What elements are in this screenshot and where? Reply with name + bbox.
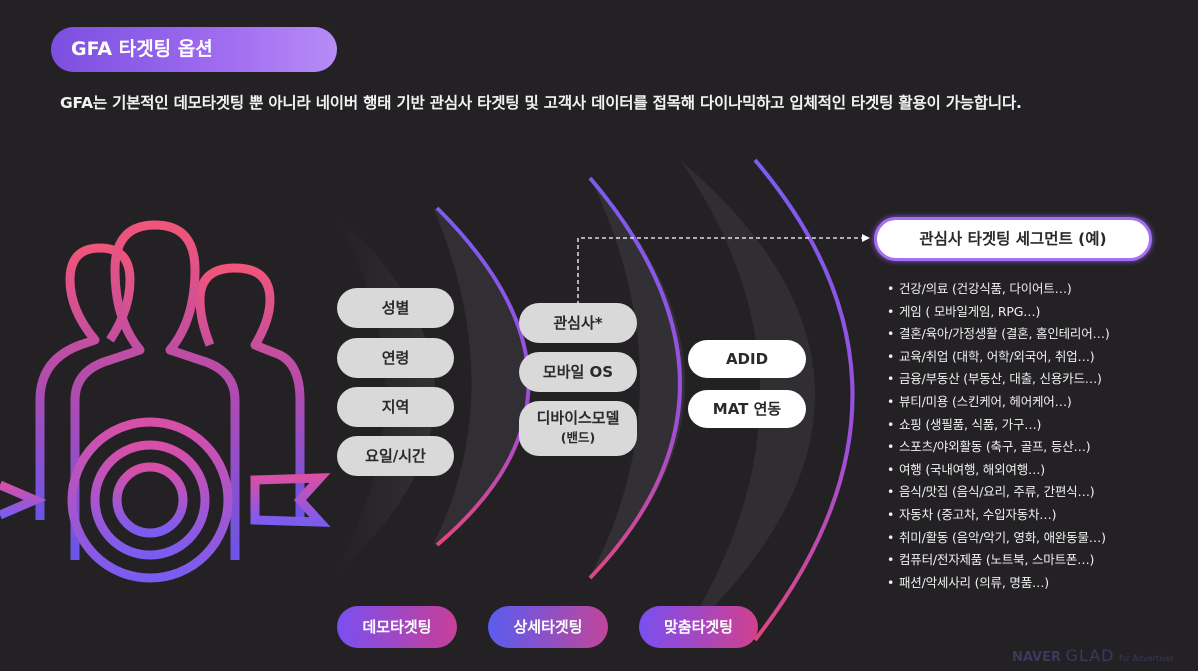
- option-day-time: 요일/시간: [337, 436, 454, 476]
- list-item: •교육/취업 (대학, 어학/외국어, 취업…): [887, 348, 1095, 364]
- arc-custom: [753, 158, 855, 642]
- list-item: •음식/맛집 (음식/요리, 주류, 간편식…): [887, 484, 1095, 500]
- option-interest: 관심사*: [519, 303, 637, 343]
- page-title: GFA 타겟팅 옵션: [51, 27, 337, 72]
- list-item: •게임 ( 모바일게임, RPG…): [887, 303, 1041, 319]
- list-item: •여행 (국내여행, 해외여행…): [887, 461, 1045, 477]
- category-demo-targeting: 데모타겟팅: [337, 606, 457, 648]
- option-age: 연령: [337, 338, 454, 378]
- people-target-icon: [35, 220, 305, 560]
- option-mobile-os: 모바일 OS: [519, 352, 637, 392]
- list-item: •취미/활동 (음악/악기, 영화, 애완동물…): [887, 529, 1106, 545]
- device-model-label: 디바이스모델: [536, 409, 620, 427]
- page-subtitle: GFA는 기본적인 데모타겟팅 뿐 아니라 네이버 행태 기반 관심사 타겟팅 …: [60, 94, 1022, 112]
- category-detail-targeting: 상세타겟팅: [488, 606, 608, 648]
- option-gender: 성별: [337, 288, 454, 328]
- segment-title: 관심사 타겟팅 세그먼트 (예): [874, 217, 1152, 261]
- list-item: •자동차 (중고차, 수입자동차…): [887, 506, 1057, 522]
- option-device-model: 디바이스모델 (밴드): [519, 401, 637, 456]
- list-item: •금융/부동산 (부동산, 대출, 신용카드…): [887, 371, 1102, 387]
- list-item: •건강/의료 (건강식품, 다이어트…): [887, 281, 1072, 296]
- list-item: •쇼핑 (생필품, 식품, 가구…): [887, 416, 1042, 432]
- list-item: •컴퓨터/전자제품 (노트북, 스마트폰…): [887, 552, 1095, 568]
- device-model-sub: (밴드): [560, 430, 596, 445]
- segment-list: •건강/의료 (건강식품, 다이어트…) •게임 ( 모바일게임, RPG…) …: [887, 278, 1110, 594]
- list-item: •뷰티/미용 (스킨케어, 헤어케어…): [887, 393, 1072, 409]
- list-item: •패션/악세사리 (의류, 명품…): [887, 574, 1049, 590]
- arc-detail: [588, 176, 682, 580]
- option-region: 지역: [337, 387, 454, 427]
- option-adid: ADID: [688, 340, 806, 378]
- list-item: •스포츠/야외활동 (축구, 골프, 등산…): [887, 439, 1091, 455]
- naver-glad-logo: NAVER GLAD for Advertiser: [1012, 646, 1174, 665]
- list-item: •결혼/육아/가정생활 (결혼, 홈인테리어…): [887, 326, 1110, 342]
- category-custom-targeting: 맞춤타겟팅: [639, 606, 758, 648]
- option-mat: MAT 연동: [688, 390, 806, 428]
